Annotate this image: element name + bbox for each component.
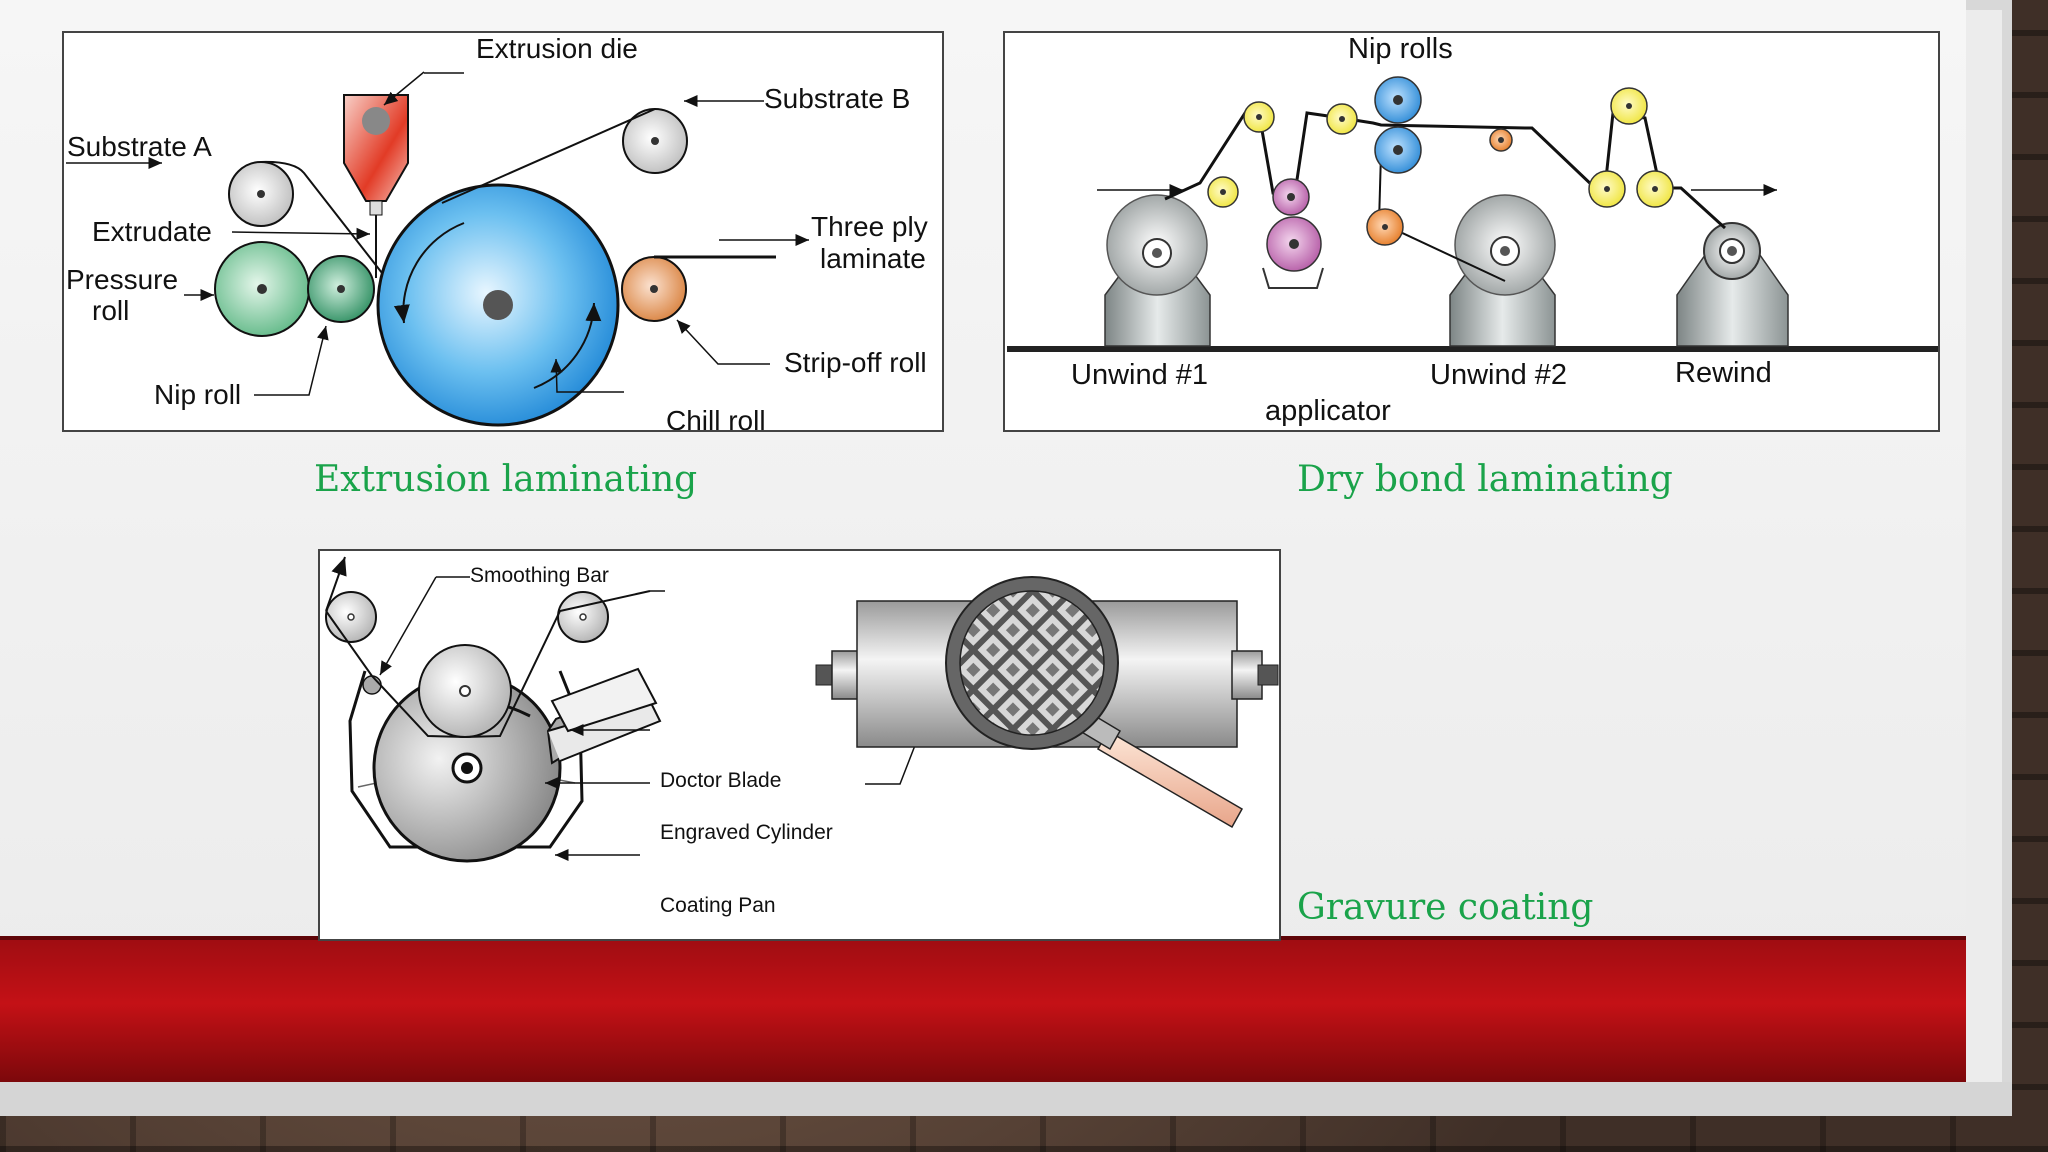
slide: Extrusion die Substrate B Substrate A Ex… bbox=[0, 0, 2012, 1116]
label-nip-rolls: Nip rolls bbox=[1348, 33, 1453, 65]
caption-dry-bond-laminating: Dry bond laminating bbox=[1297, 459, 1673, 500]
smoothing-bar bbox=[362, 675, 382, 695]
dry-bond-schematic bbox=[1007, 76, 1938, 352]
label-coating-pan: Coating Pan bbox=[660, 894, 776, 917]
caption-extrusion-laminating: Extrusion laminating bbox=[314, 459, 698, 500]
label-pressure-roll-line2: roll bbox=[92, 295, 130, 326]
label-strip-off-roll: Strip-off roll bbox=[784, 347, 927, 378]
label-extrusion-die: Extrusion die bbox=[476, 33, 638, 64]
label-extrudate: Extrudate bbox=[92, 216, 212, 247]
label-nip-roll: Nip roll bbox=[154, 379, 242, 410]
label-smoothing-bar: Smoothing Bar bbox=[470, 564, 609, 587]
label-three-ply-line2: laminate bbox=[820, 243, 926, 274]
label-substrate-a: Substrate A bbox=[67, 131, 212, 162]
label-rewind: Rewind bbox=[1675, 357, 1772, 389]
gravure-schematic bbox=[325, 556, 1279, 863]
label-applicator: applicator bbox=[1265, 395, 1391, 427]
label-engraved-cylinder: Engraved Cylinder bbox=[660, 821, 833, 844]
caption-gravure-coating: Gravure coating bbox=[1297, 887, 1594, 928]
label-doctor-blade: Doctor Blade bbox=[660, 769, 782, 792]
engraved-cell-pattern bbox=[959, 590, 1105, 736]
label-unwind-1: Unwind #1 bbox=[1071, 359, 1209, 391]
label-unwind-2: Unwind #2 bbox=[1430, 359, 1568, 391]
extrusion-laminating-diagram: Extrusion die Substrate B Substrate A Ex… bbox=[62, 31, 944, 432]
applicator-tray bbox=[1262, 267, 1324, 289]
gravure-coating-diagram: Smoothing Bar Doctor Blade Engraved Cyli… bbox=[318, 549, 1281, 941]
red-footer-band bbox=[0, 940, 1966, 1082]
extrusion-schematic bbox=[66, 71, 809, 427]
label-substrate-b: Substrate B bbox=[764, 83, 911, 114]
label-three-ply: Three ply bbox=[811, 211, 928, 242]
label-pressure-roll: Pressure bbox=[66, 264, 179, 295]
dry-bond-laminating-diagram: Nip rolls Unwind #1 Unwind #2 Rewind app… bbox=[1003, 31, 1940, 432]
label-chill-roll: Chill roll bbox=[666, 405, 766, 432]
extrusion-die bbox=[343, 94, 409, 202]
slide-bottom-border bbox=[0, 1082, 2012, 1116]
